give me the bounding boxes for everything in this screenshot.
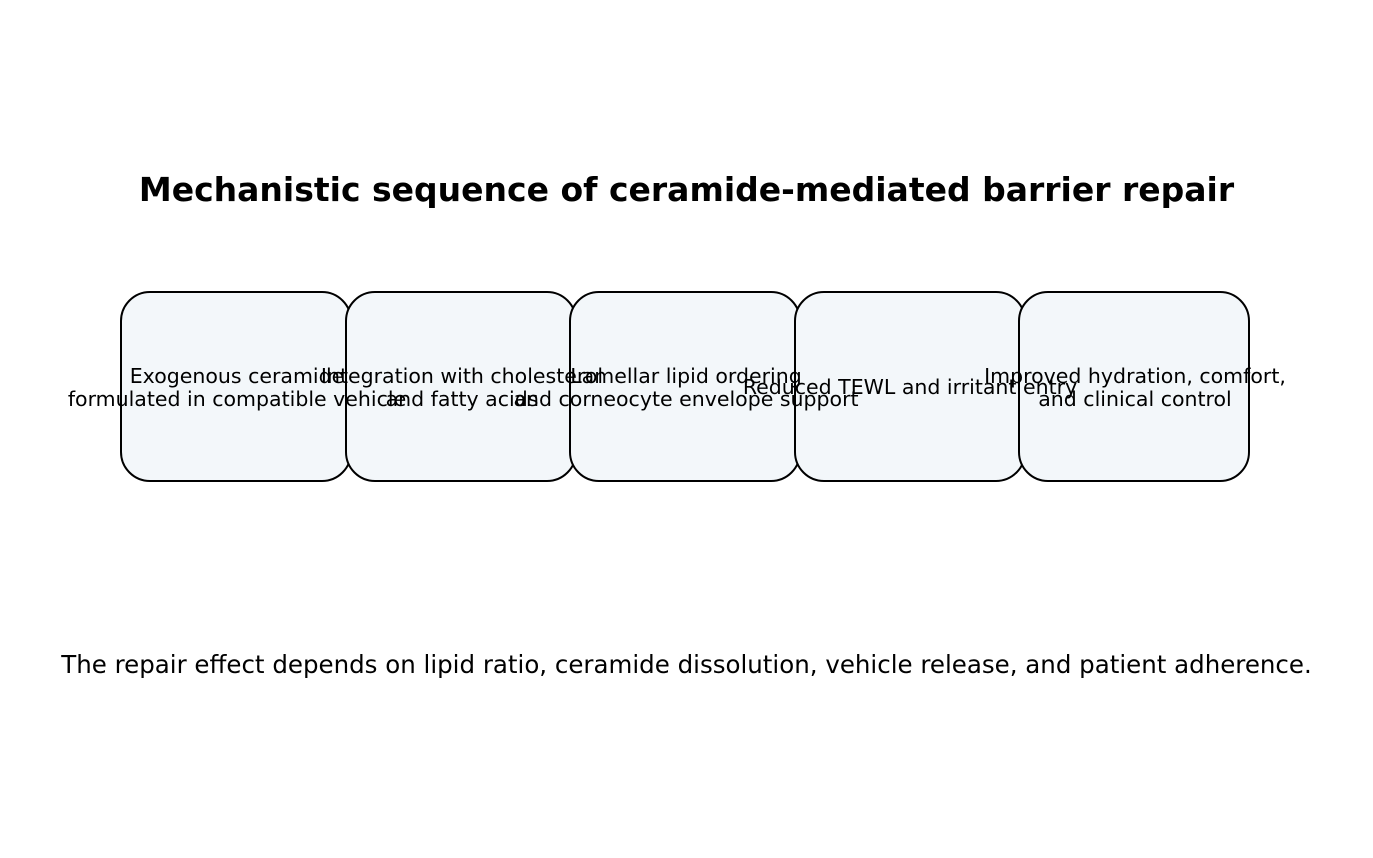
step-box-1 [120, 291, 352, 482]
step-box-2 [345, 291, 577, 482]
diagram-title: Mechanistic sequence of ceramide-mediate… [138, 170, 1235, 209]
step-label-4: Reduced TEWL and irritant entry [742, 375, 1078, 399]
step-label-2: Integration with cholesterol and fatty a… [320, 364, 604, 411]
step-label-5: Improved hydration, comfort, and clinica… [984, 364, 1286, 411]
step-box-3 [569, 291, 801, 482]
step-box-5 [1018, 291, 1250, 482]
footnote: The repair effect depends on lipid ratio… [61, 650, 1312, 679]
step-label-3: Lamellar lipid ordering and corneocyte e… [513, 364, 859, 411]
step-box-4 [794, 291, 1026, 482]
step-label-1: Exogenous ceramide formulated in compati… [67, 364, 407, 411]
